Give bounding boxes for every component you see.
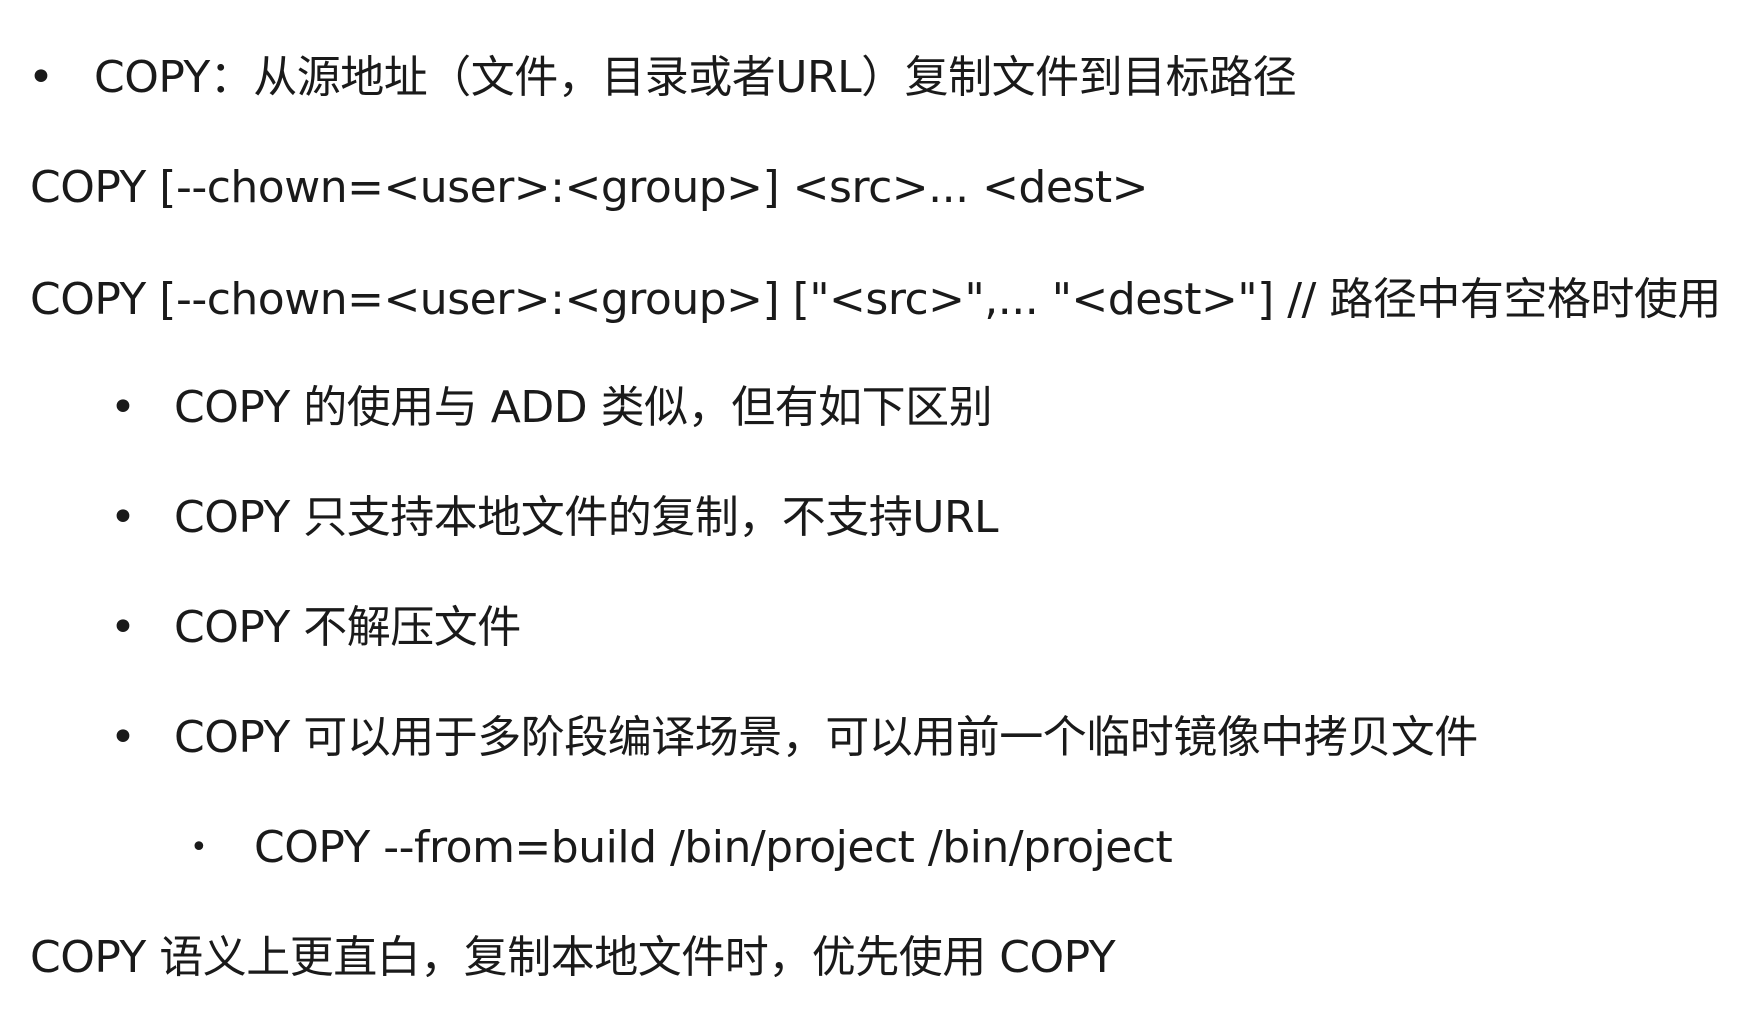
multistage-example-code: COPY --from=build /bin/project /bin/proj… [254,822,1173,873]
bullet-marker: • [110,492,136,543]
diff-intro-text: COPY 的使用与 ADD 类似，但有如下区别 [174,382,993,433]
diff-no-extract-text: COPY 不解压文件 [174,602,521,653]
copy-syntax-line: COPY [--chown=<user>:<group>] <src>... <… [30,162,1148,213]
copy-intro-text: COPY：从源地址（文件，目录或者URL）复制文件到目标路径 [94,52,1297,103]
diff-multistage-text: COPY 可以用于多阶段编译场景，可以用前一个临时镜像中拷贝文件 [174,712,1478,763]
summary-text: COPY 语义上更直白，复制本地文件时，优先使用 COPY [30,932,1116,983]
bullet-marker: • [110,382,136,433]
bullet-marker: • [110,712,136,763]
bullet-marker: • [28,52,54,103]
sub-bullet-marker: • [190,830,208,865]
copy-syntax-json-line: COPY [--chown=<user>:<group>] ["<src>",.… [30,274,1721,325]
diff-local-only-text: COPY 只支持本地文件的复制，不支持URL [174,492,999,543]
bullet-marker: • [110,602,136,653]
